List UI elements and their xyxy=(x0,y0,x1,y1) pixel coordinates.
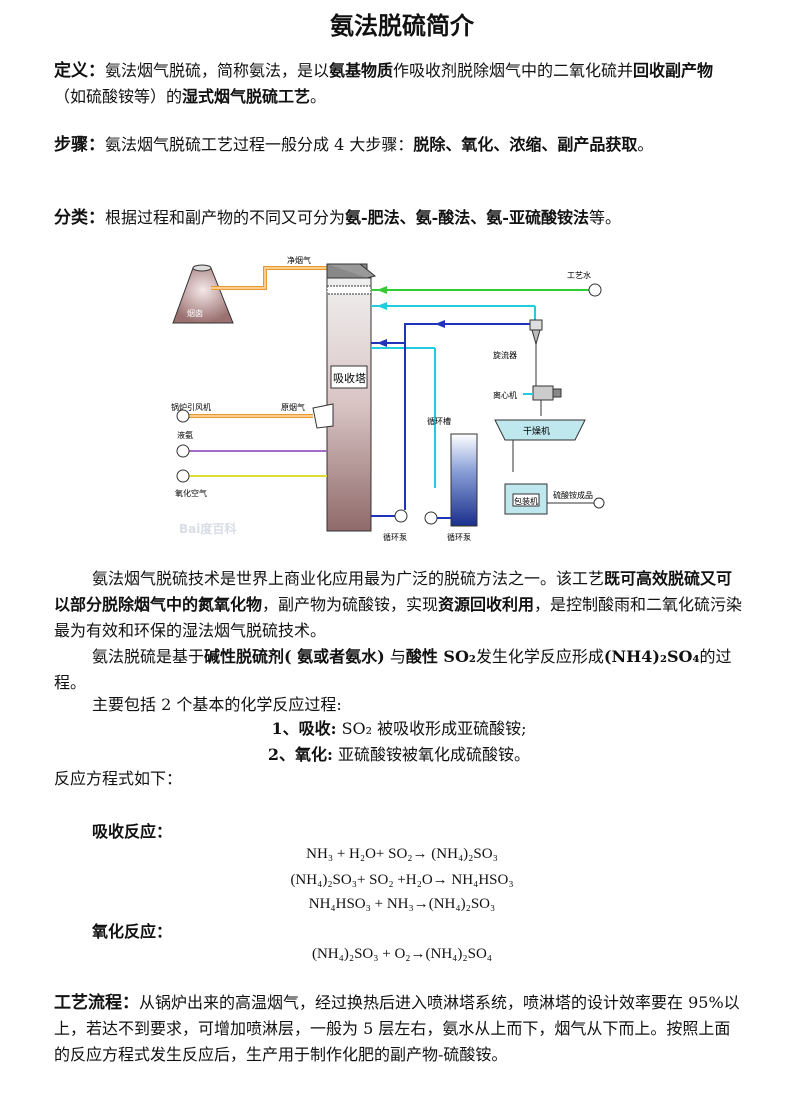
cyclone-label: 旋流器 xyxy=(493,350,517,360)
circ-pump1-label: 循环泵 xyxy=(383,532,407,542)
equation-3: NH₄HSO₃ + NH₃→(NH₄)₂SO₃ xyxy=(308,896,496,912)
watermark-text: Bai度百科 xyxy=(179,521,236,536)
equations-intro: 反应方程式如下： xyxy=(54,769,183,788)
oxidation-air-label: 氧化空气 xyxy=(175,488,207,498)
centrifuge-label: 离心机 xyxy=(493,390,517,400)
process-water-label: 工艺水 xyxy=(567,270,591,280)
equation-4: (NH₄)₂SO₃ + O₂→(NH₄)₂SO₄ xyxy=(311,946,493,962)
definition-paragraph: 定义：氨法烟气脱硫，简称氨法，是以氨基物质作吸收剂脱除烟气中的二氧化硫并回收副产… xyxy=(54,61,714,106)
circulation-tank xyxy=(450,433,478,527)
steps-paragraph: 步骤：氨法烟气脱硫工艺过程一般分成 4 大步骤：脱除、氧化、浓缩、副产品获取。 xyxy=(54,135,654,155)
equation-1: NH₃ + H₂O+ SO₂→ (NH₄)₂SO₃ xyxy=(306,846,498,862)
classification-paragraph: 分类：根据过程和副产物的不同又可分为氨-肥法、氨-酸法、氨-亚硫酸铵法等。 xyxy=(54,208,621,228)
body-paragraph-3: 主要包括 2 个基本的化学反应过程: xyxy=(92,695,342,714)
raw-gas-label: 原烟气 xyxy=(281,402,305,412)
page-title: 氨法脱硫简介 xyxy=(330,12,474,40)
body-paragraph-1: 氨法烟气脱硫技术是世界上商业化应用最为广泛的脱硫方法之一。该工艺既可高效脱硫又可… xyxy=(54,569,743,640)
oxidation-heading: 氧化反应： xyxy=(92,922,173,941)
clean-gas-label: 净烟气 xyxy=(287,255,311,265)
packer-label: 包装机 xyxy=(514,496,538,506)
circ-tank-label: 循环槽 xyxy=(427,416,451,426)
tower-label: 吸收塔 xyxy=(333,371,366,385)
circ-pump2-label: 循环泵 xyxy=(447,532,471,542)
chimney-label: 烟囱 xyxy=(187,308,203,318)
chimney-shape xyxy=(172,267,234,324)
product-label: 硫酸铵成品 xyxy=(553,490,593,500)
reaction-1: 1、吸收: SO₂ 被吸收形成亚硫酸铵; xyxy=(271,719,527,738)
equation-2: (NH₄)₂SO₃+ SO₂ +H₂O→ NH₄HSO₃ xyxy=(290,872,514,888)
dryer-label: 干燥机 xyxy=(523,425,550,437)
reaction-2: 2、氧化: 亚硫酸铵被氧化成硫酸铵。 xyxy=(267,745,531,764)
process-diagram: 烟囱 净烟气 吸收塔 工艺水 旋流器 xyxy=(171,255,605,542)
boiler-fan-label: 锅炉引风机 xyxy=(171,402,211,412)
liquid-ammonia-label: 液氨 xyxy=(177,430,193,440)
absorption-heading: 吸收反应： xyxy=(92,822,173,841)
process-paragraph: 工艺流程：从锅炉出来的高温烟气，经过换热后进入喷淋塔系统，喷淋塔的设计效率要在 … xyxy=(54,993,740,1064)
absorption-tower xyxy=(326,277,372,532)
body-paragraph-2: 氨法脱硫是基于碱性脱硫剂( 氨或者氨水) 与酸性 SO₂发生化学反应形成(NH4… xyxy=(54,647,732,692)
